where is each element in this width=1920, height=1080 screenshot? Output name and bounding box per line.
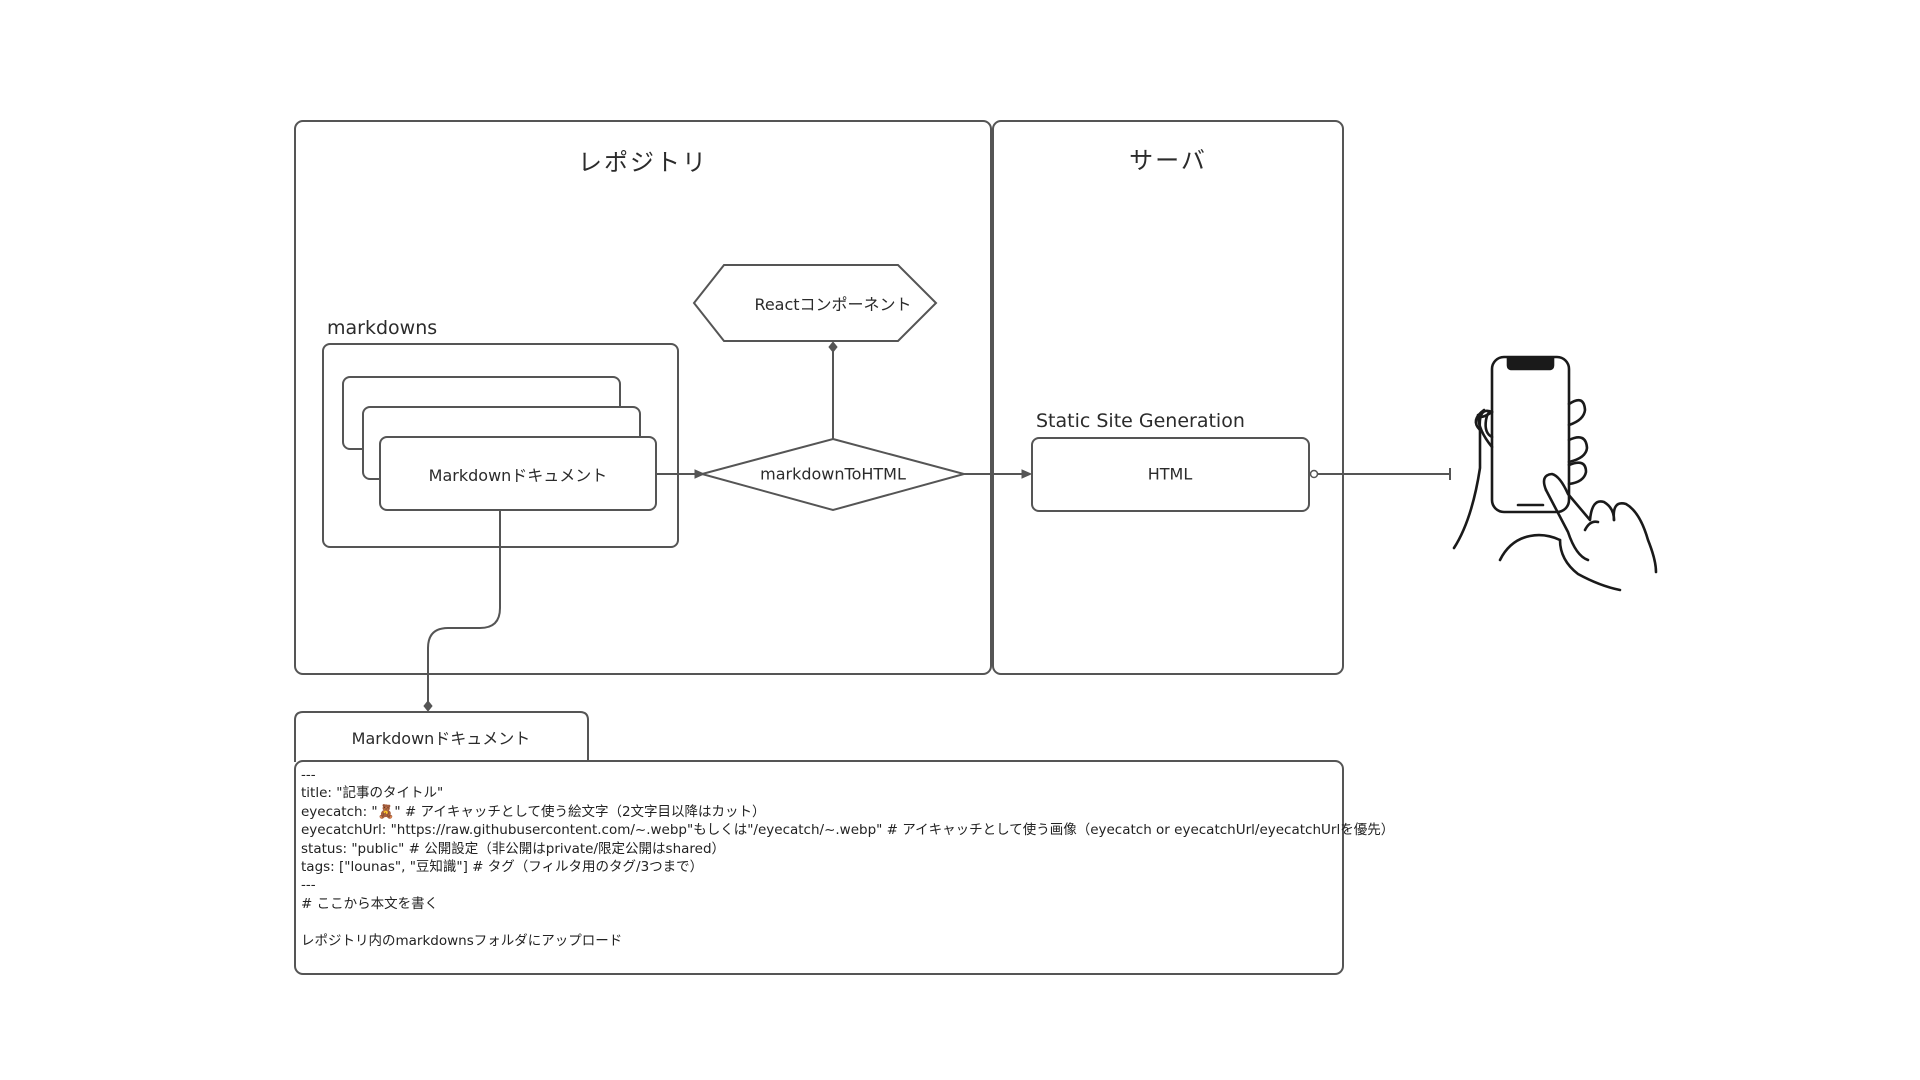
markdown-to-html-node	[698, 437, 968, 512]
document-line	[301, 913, 1331, 931]
diamond-end-document	[423, 700, 433, 712]
hand-holding-smartphone-icon	[1452, 355, 1658, 592]
server-title: サーバ	[1129, 146, 1207, 175]
arrowhead-to-converter	[694, 469, 706, 479]
document-line: # ここから本文を書く	[301, 895, 439, 912]
connector-document-to-detail	[427, 510, 501, 703]
html-node-label: HTML	[1147, 464, 1193, 484]
circle-end-html	[1309, 469, 1319, 479]
document-line: ---	[301, 767, 316, 783]
document-line: tags: ["lounas", "豆知識"] # タグ（フィルタ用のタグ/3つ…	[301, 859, 704, 876]
ssg-label: Static Site Generation	[1036, 410, 1245, 432]
document-body-frame	[294, 760, 1344, 975]
markdowns-folder-label: markdowns	[327, 317, 438, 339]
document-tab-title: Markdownドキュメント	[351, 729, 531, 748]
html-node	[1031, 437, 1310, 512]
arrowhead-to-html	[1021, 469, 1033, 479]
document-line: レポジトリ内のmarkdownsフォルダにアップロード	[301, 932, 623, 949]
document-line: eyecatchUrl: "https://raw.githubusercont…	[301, 822, 1395, 839]
markdown-to-html-label: markdownToHTML	[760, 464, 906, 484]
repository-title: レポジトリ	[578, 148, 708, 177]
react-component-label: Reactコンポーネント	[754, 295, 912, 314]
document-line: eyecatch: "🧸" # アイキャッチとして使う絵文字（2文字目以降はカッ…	[301, 803, 766, 820]
document-line: title: "記事のタイトル"	[301, 785, 444, 802]
markdown-document-label: Markdownドキュメント	[428, 466, 608, 485]
repository-panel	[294, 120, 992, 675]
document-tab	[294, 711, 589, 762]
document-body: --- title: "記事のタイトル" eyecatch: "🧸" # アイキ…	[301, 766, 1395, 950]
document-line: status: "public" # 公開設定（非公開はprivate/限定公開…	[301, 840, 726, 857]
document-line: ---	[301, 877, 316, 894]
diamond-end-react	[828, 341, 838, 353]
react-component-node	[692, 264, 938, 342]
server-panel	[992, 120, 1344, 675]
